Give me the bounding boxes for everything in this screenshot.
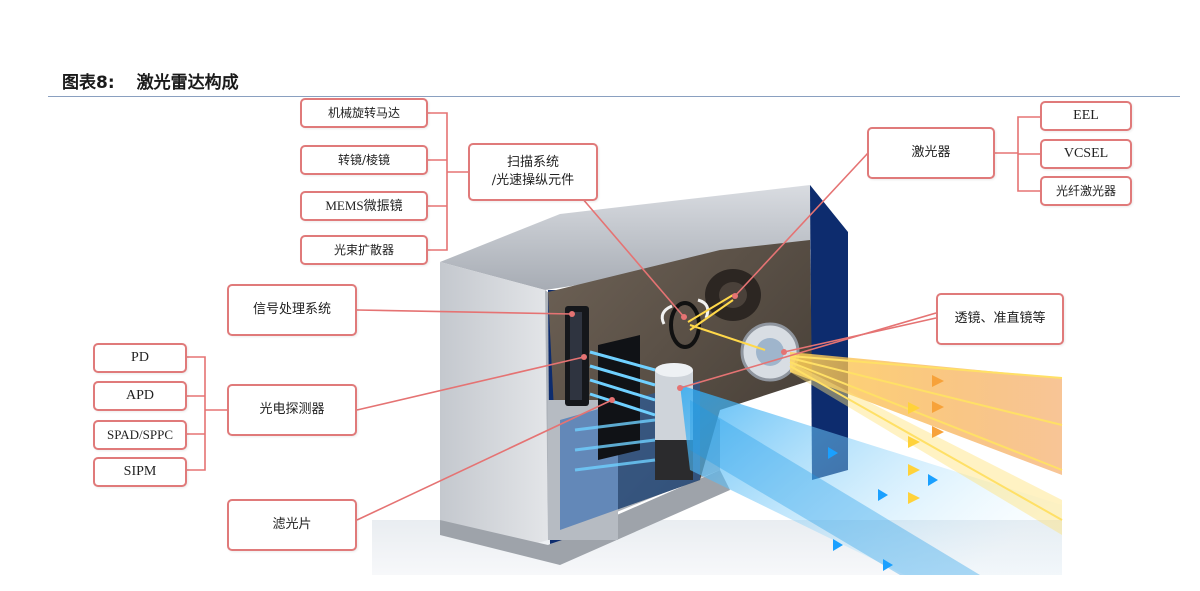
scan-item-motor: 机械旋转马达 [300,98,428,128]
detector-plate [598,335,640,460]
housing-bottom [440,470,730,565]
laser-type-vcsel-label: VCSEL [1063,145,1109,161]
laser-type-vcsel: VCSEL [1040,139,1132,169]
housing-top [440,185,840,290]
emit-beam-fan [790,352,1062,475]
scan-system-box: 扫描系统 /光速操纵元件 [468,143,598,201]
filter-connector [356,399,613,521]
laser-type-eel-label: EEL [1073,107,1099,123]
housing-front [440,262,548,548]
detector-type-sipm-label: SIPM [123,463,157,479]
signal-board-edge [570,312,582,400]
laser-to-module [734,152,869,297]
detector-type-apd: APD [93,381,187,411]
scan-system-label-1: 扫描系统 [506,155,559,171]
scan-system-label-2: /光速操纵元件 [491,173,575,188]
return-beam-fan [680,385,1062,575]
scan-item-mems-label: MEMS微振镜 [325,198,403,214]
laser-label: 激光器 [911,145,951,161]
scan-item-mems: MEMS微振镜 [300,191,428,221]
lens-connector-b [783,317,937,353]
figure-title: 图表8: 激光雷达构成 [62,68,239,93]
detector-type-pd-label: PD [131,349,149,365]
signal-connector [356,309,573,315]
laser-type-fiber-label: 光纤激光器 [1055,183,1116,198]
detector-connector [356,356,585,411]
scan-item-motor-label: 机械旋转马达 [327,105,400,120]
connector-lines [187,112,1040,521]
photodetector-label: 光电探测器 [259,402,325,418]
detector-type-spad-label: SPAD/SPPC [106,427,173,443]
laser-type-fiber: 光纤激光器 [1040,176,1132,206]
laser-bracket [995,116,1040,192]
scan-mirror [669,301,701,349]
lens-box: 透镜、准直镜等 [936,293,1064,345]
scan-item-prism-label: 转镜/棱镜 [337,152,391,167]
scan-item-diffuser: 光束扩散器 [300,235,428,265]
scan-item-diffuser-label: 光束扩散器 [333,242,394,257]
signal-processing-box: 信号处理系统 [227,284,357,336]
housing-back-right [810,185,848,480]
detector-type-pd: PD [93,343,187,373]
detector-bracket [187,356,227,471]
scan-to-mirror [581,197,685,318]
filter-box: 滤光片 [227,499,357,551]
filter-label: 滤光片 [272,517,312,533]
scan-item-prism: 转镜/棱镜 [300,145,428,175]
lens-label: 透镜、准直镜等 [954,311,1046,327]
scan-bracket [428,112,468,251]
detector-type-apd-label: APD [125,387,154,403]
detector-type-spad: SPAD/SPPC [93,420,187,450]
signal-processing-label: 信号处理系统 [252,302,331,318]
photodetector-box: 光电探测器 [227,384,357,436]
detector-type-sipm: SIPM [93,457,187,487]
laser-box: 激光器 [867,127,995,179]
figure-label: 图表8: [62,73,115,93]
title-divider [48,96,1180,97]
figure-heading: 激光雷达构成 [136,73,239,93]
laser-type-eel: EEL [1040,101,1132,131]
lens-connector-a [679,312,937,389]
